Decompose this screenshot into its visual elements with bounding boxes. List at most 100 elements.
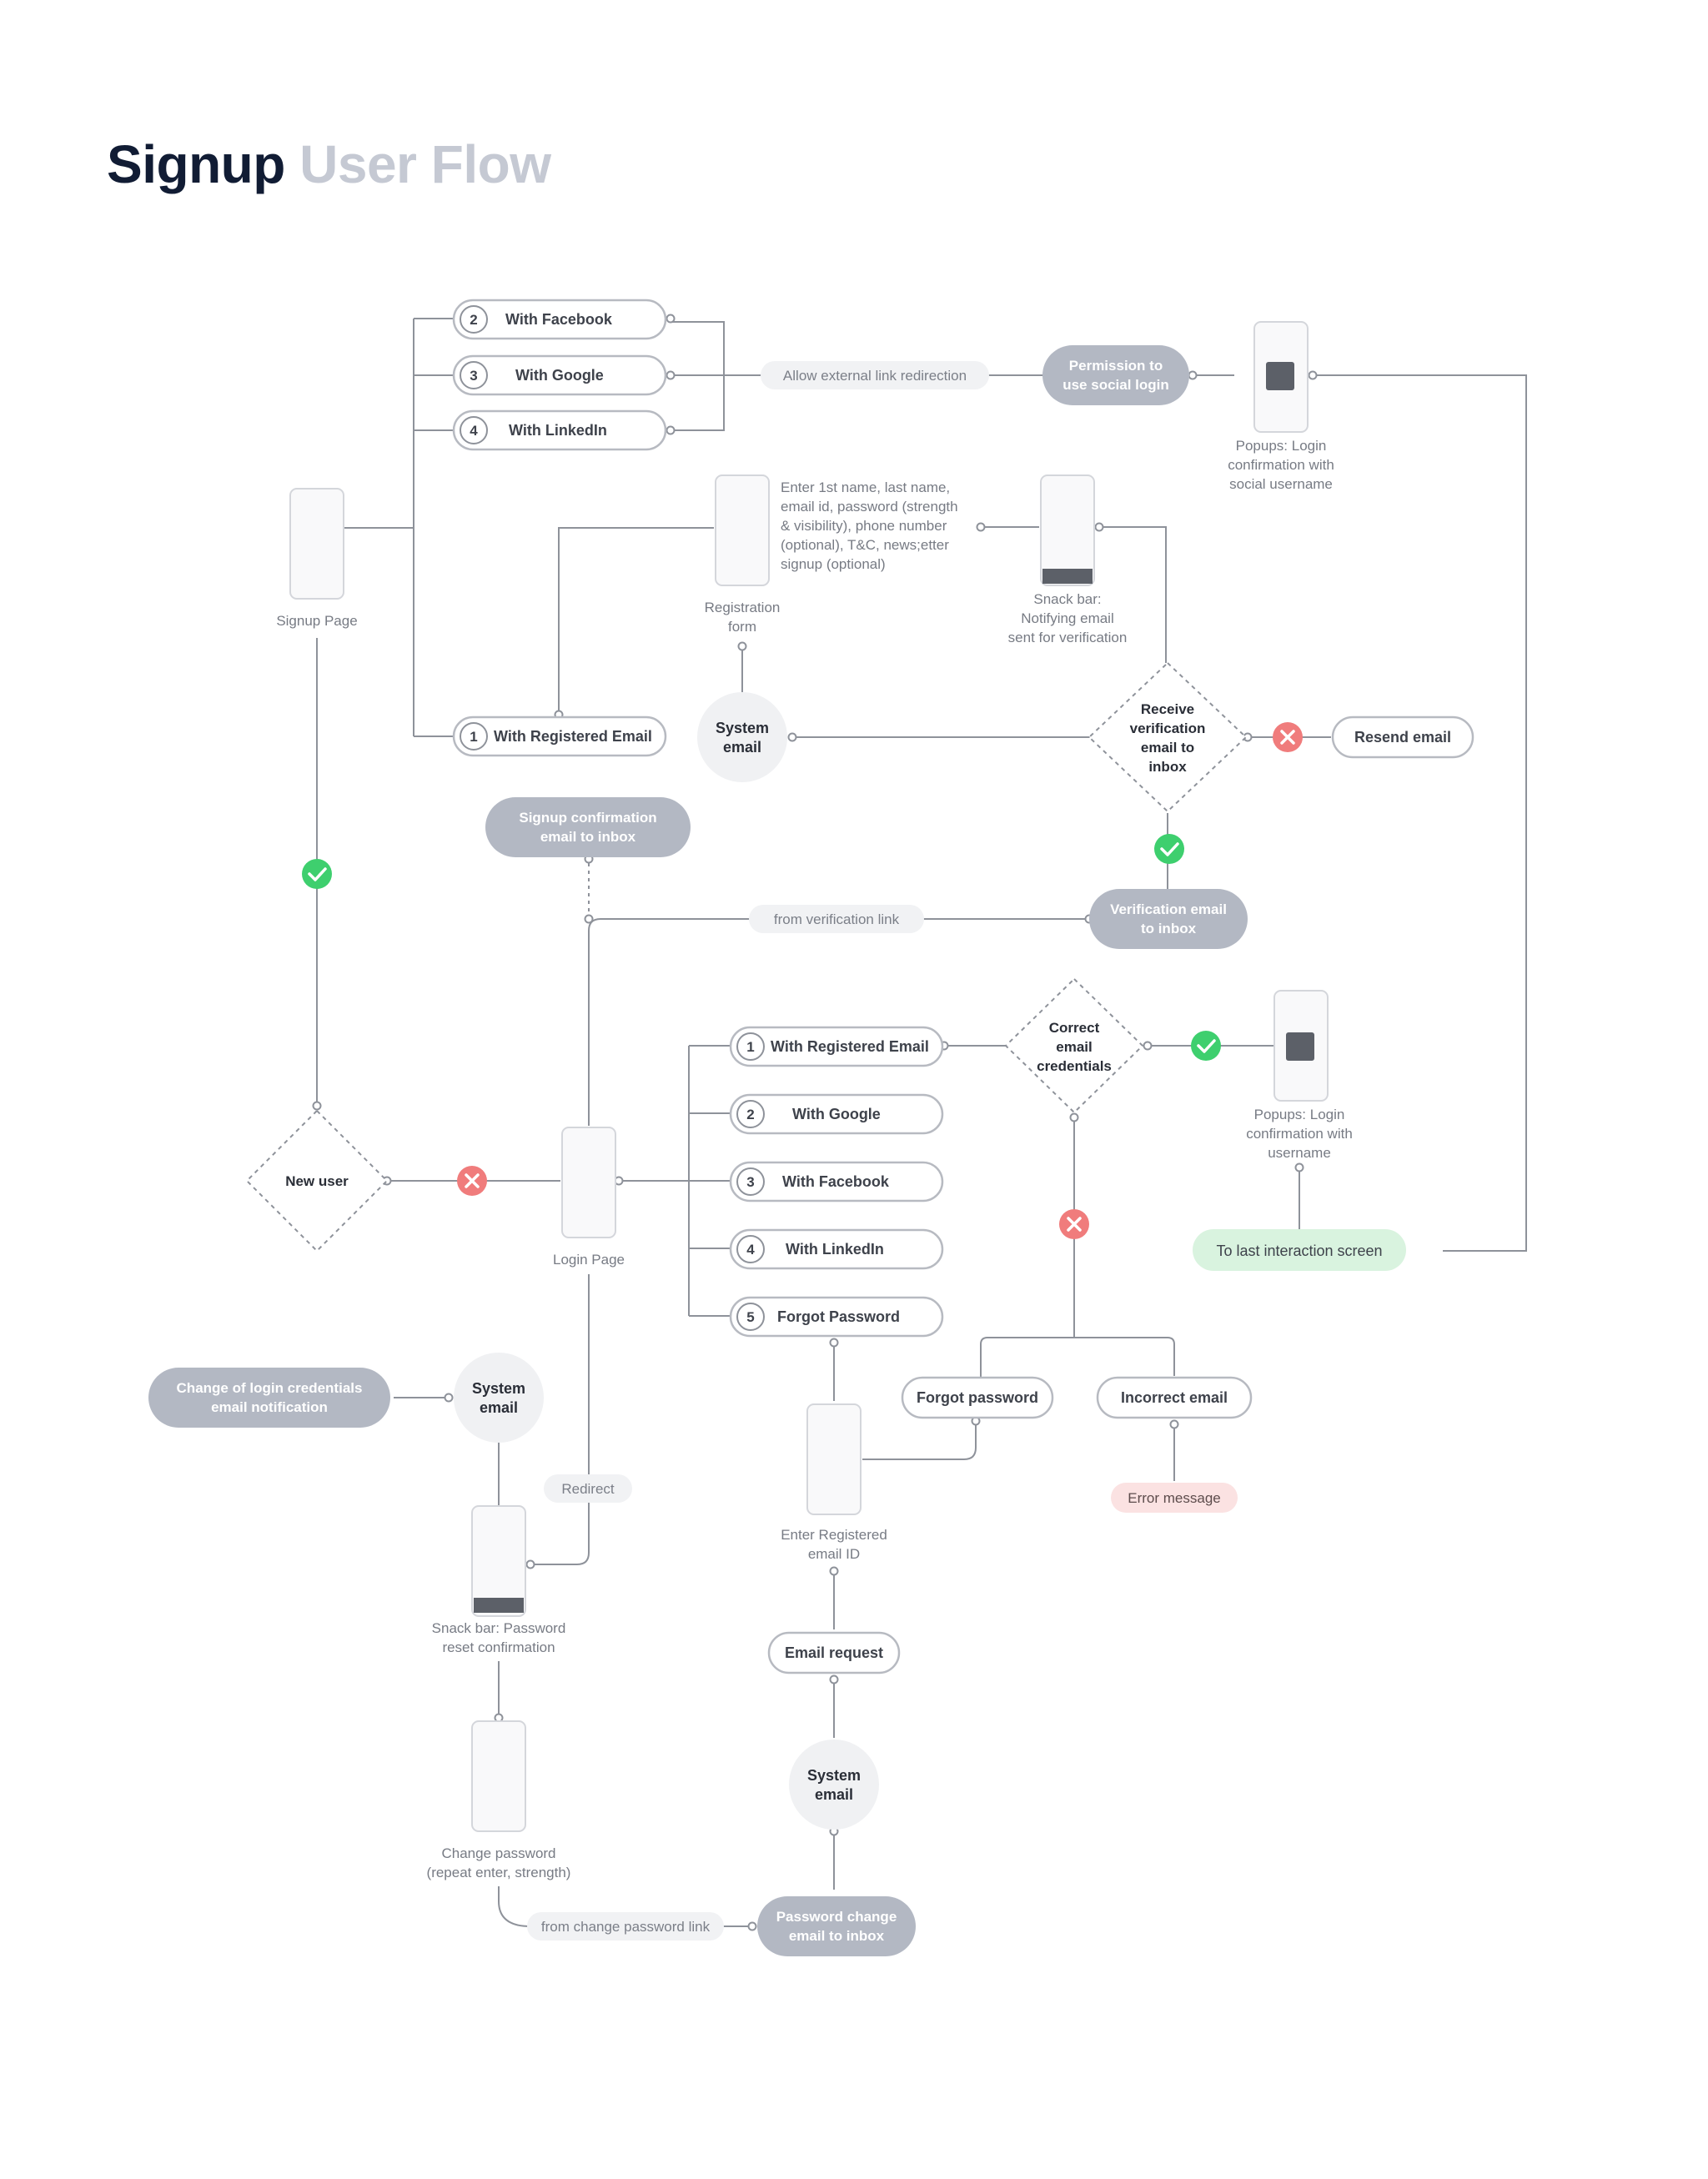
change-password-label-2: (repeat enter, strength) (427, 1865, 571, 1880)
popup-social-label-2: confirmation with (1228, 457, 1334, 473)
terminal-last-interaction-screen: To last interaction screen (1193, 1229, 1406, 1271)
edge-label-redirect: Redirect (544, 1474, 632, 1503)
svg-text:3: 3 (746, 1174, 754, 1190)
svg-text:Resend email: Resend email (1354, 729, 1451, 746)
node-verification-email: Verification email to inbox (1089, 889, 1248, 949)
enter-email-label-2: email ID (808, 1546, 860, 1562)
svg-text:4: 4 (470, 423, 478, 439)
svg-text:from verification link: from verification link (774, 911, 900, 927)
login-option-facebook[interactable]: 3 With Facebook (729, 1161, 944, 1202)
svg-text:2: 2 (470, 312, 477, 328)
screen-enter-registered-email[interactable] (806, 1403, 862, 1515)
svg-text:Error message: Error message (1128, 1490, 1220, 1506)
connector (1313, 374, 1527, 1252)
registration-desc-3: & visibility), phone number (781, 518, 947, 534)
screen-snackbar-password-reset[interactable] (471, 1505, 526, 1617)
screen-snackbar-verification[interactable] (1040, 474, 1095, 586)
terminal-error-message: Error message (1111, 1483, 1238, 1513)
registration-desc-5: signup (optional) (781, 556, 886, 572)
svg-text:With Google: With Google (792, 1106, 881, 1122)
snackbar-verify-label-2: Notifying email (1021, 610, 1114, 626)
login-option-registered-email[interactable]: 1 With Registered Email (729, 1026, 944, 1067)
snackbar-reset-label-1: Snack bar: Password (432, 1620, 566, 1636)
connector (530, 1274, 590, 1565)
system-email-password: System email (789, 1740, 879, 1830)
signup-option-registered-email[interactable]: 1 With Registered Email (452, 715, 667, 757)
signup-page-label: Signup Page (276, 613, 357, 629)
svg-text:credentials: credentials (1037, 1058, 1112, 1074)
popup-square-icon (1286, 1032, 1314, 1061)
login-option-google[interactable]: 2 With Google (729, 1093, 944, 1135)
svg-text:With Google: With Google (515, 367, 604, 384)
signup-option-linkedin[interactable]: 4 With LinkedIn (452, 409, 667, 451)
popup-login-label-2: confirmation with (1246, 1126, 1353, 1142)
svg-text:3: 3 (470, 368, 477, 384)
svg-text:With Facebook: With Facebook (505, 311, 613, 328)
svg-text:Correct: Correct (1049, 1020, 1100, 1036)
screen-registration-form[interactable] (715, 474, 770, 586)
svg-text:from change password link: from change password link (541, 1919, 711, 1935)
svg-text:email to inbox: email to inbox (540, 829, 636, 845)
incorrect-email-option[interactable]: Incorrect email (1096, 1376, 1253, 1419)
decision-receive-verification: Receive verification email to inbox (1088, 661, 1248, 813)
screen-change-password[interactable] (471, 1720, 526, 1832)
svg-text:Email request: Email request (785, 1644, 883, 1661)
resend-email-button[interactable]: Resend email (1331, 715, 1474, 759)
edge-label-allow-external: Allow external link redirection (761, 361, 989, 389)
registration-desc-4: (optional), T&C, news;etter (781, 537, 949, 553)
registration-label-1: Registration (705, 600, 781, 615)
connector (862, 1421, 977, 1460)
svg-text:1: 1 (746, 1039, 754, 1055)
svg-text:System: System (807, 1767, 861, 1784)
svg-text:New user: New user (285, 1173, 349, 1189)
snackbar-verify-label-1: Snack bar: (1033, 591, 1101, 607)
registration-desc-1: Enter 1st name, last name, (781, 479, 950, 495)
svg-text:email: email (480, 1399, 518, 1416)
svg-text:With Registered Email: With Registered Email (494, 728, 652, 745)
svg-text:With LinkedIn: With LinkedIn (509, 422, 607, 439)
email-request-button[interactable]: Email request (767, 1631, 901, 1674)
edge-label-from-change-password: from change password link (527, 1912, 724, 1941)
signup-option-google[interactable]: 3 With Google (452, 354, 667, 396)
svg-text:With Facebook: With Facebook (782, 1173, 890, 1190)
cross-icon (1273, 722, 1303, 752)
svg-text:email notification: email notification (211, 1399, 328, 1415)
login-page-label: Login Page (553, 1252, 625, 1268)
screen-popup-social-login[interactable] (1253, 321, 1309, 433)
change-password-label-1: Change password (441, 1845, 555, 1861)
signup-option-facebook[interactable]: 2 With Facebook (452, 299, 667, 340)
decision-new-user: New user (245, 1109, 389, 1253)
node-password-change-email: Password change email to inbox (757, 1896, 916, 1956)
svg-text:to inbox: to inbox (1141, 921, 1197, 936)
svg-text:5: 5 (746, 1309, 754, 1325)
screen-popup-login[interactable] (1273, 990, 1329, 1102)
forgot-password-option[interactable]: Forgot password (901, 1376, 1054, 1419)
system-email-credentials: System email (454, 1353, 544, 1443)
svg-text:System: System (716, 720, 769, 736)
svg-text:verification: verification (1130, 720, 1206, 736)
connector (558, 527, 714, 715)
svg-text:Password change: Password change (776, 1909, 897, 1925)
cross-icon (457, 1166, 487, 1196)
login-option-linkedin[interactable]: 4 With LinkedIn (729, 1228, 944, 1270)
snackbar-bar (474, 1598, 524, 1613)
edge-label-from-verification: from verification link (749, 905, 924, 933)
connector (1099, 526, 1167, 663)
registration-desc-2: email id, password (strength (781, 499, 958, 515)
screen-signup-page[interactable] (289, 488, 344, 600)
svg-text:Change of login credentials: Change of login credentials (177, 1380, 363, 1396)
svg-text:email to inbox: email to inbox (789, 1928, 885, 1944)
check-icon (1154, 834, 1184, 864)
popup-social-label-1: Popups: Login (1236, 438, 1327, 454)
svg-text:Incorrect email: Incorrect email (1121, 1389, 1228, 1406)
svg-text:1: 1 (470, 729, 477, 745)
svg-text:Allow external link redirectio: Allow external link redirection (783, 368, 967, 384)
check-icon (302, 859, 332, 889)
svg-text:4: 4 (746, 1242, 755, 1258)
svg-text:email: email (815, 1786, 853, 1803)
svg-text:Redirect: Redirect (561, 1481, 615, 1497)
login-option-forgot-password[interactable]: 5 Forgot Password (729, 1296, 944, 1338)
screen-login-page[interactable] (561, 1127, 616, 1238)
svg-text:Forgot password: Forgot password (917, 1389, 1038, 1406)
